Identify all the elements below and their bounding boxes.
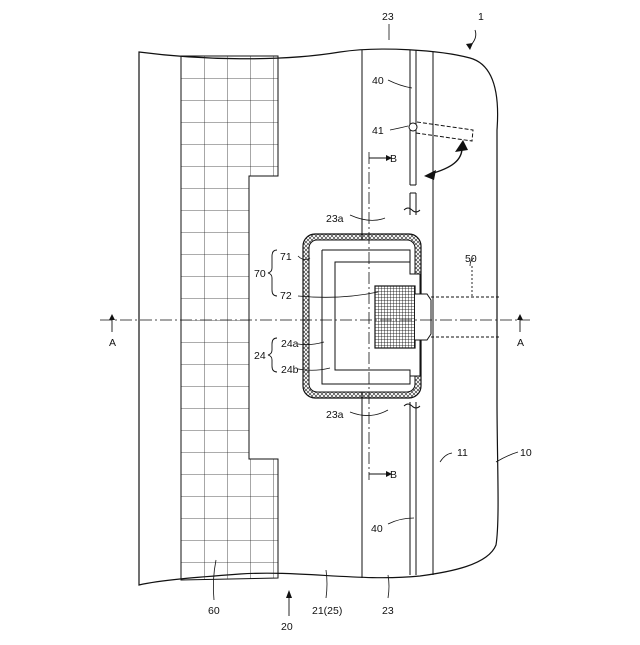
label-section-A-right: A xyxy=(517,337,524,349)
label-71: 71 xyxy=(280,251,292,263)
label-23a-top: 23a xyxy=(326,213,344,225)
part-72 xyxy=(375,286,415,348)
label-24b: 24b xyxy=(281,364,299,376)
label-24: 24 xyxy=(254,350,266,362)
connector xyxy=(415,294,431,340)
label-1: 1 xyxy=(478,11,484,23)
label-section-B-top: B xyxy=(390,153,397,165)
label-70: 70 xyxy=(254,268,266,280)
pivot-41 xyxy=(409,123,417,131)
label-40-top: 40 xyxy=(372,75,384,87)
label-10: 10 xyxy=(520,447,532,459)
label-section-A-left: A xyxy=(109,337,116,349)
label-40-bottom: 40 xyxy=(371,523,383,535)
label-72: 72 xyxy=(280,290,292,302)
label-section-B-bottom: B xyxy=(390,469,397,481)
label-20: 20 xyxy=(281,621,293,633)
label-24a: 24a xyxy=(281,338,299,350)
label-11: 11 xyxy=(457,447,468,459)
label-23-top: 23 xyxy=(382,11,394,23)
label-50: 50 xyxy=(465,253,477,265)
label-60: 60 xyxy=(208,605,220,617)
label-21-25: 21(25) xyxy=(312,605,342,617)
label-41: 41 xyxy=(372,125,384,137)
label-23-bottom: 23 xyxy=(382,605,394,617)
label-23a-bottom: 23a xyxy=(326,409,344,421)
